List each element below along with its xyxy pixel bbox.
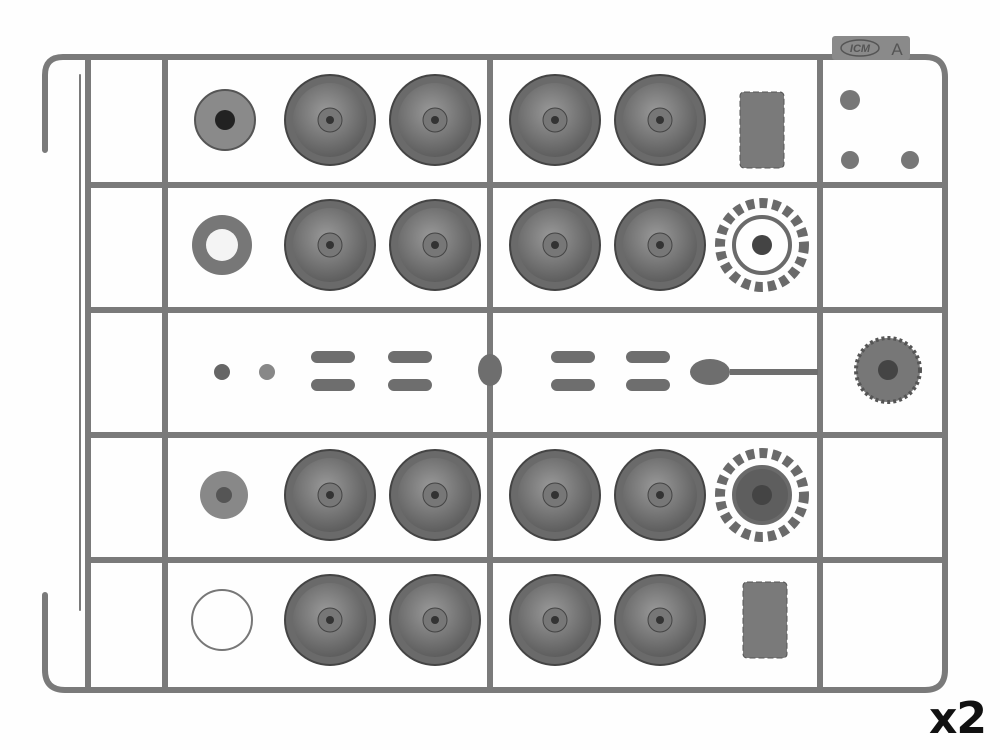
road-wheel [614,449,706,541]
suspension-arm-part [311,379,355,391]
road-wheel [509,199,601,291]
parts [191,74,922,666]
hub-bolt [656,116,664,124]
road-wheel [284,74,376,166]
hub-bolt [326,616,334,624]
logo-tab: ICM A [832,36,910,60]
hub-bolt [551,116,559,124]
road-wheel [614,574,706,666]
road-wheel [284,449,376,541]
hub-bolt [326,116,334,124]
sprocket-teeth [715,198,809,292]
part-letter: A [891,40,903,59]
small-part [840,90,860,110]
small-part [214,364,230,380]
road-wheel [389,449,481,541]
hub-bolt [551,491,559,499]
hub-bolt [431,616,439,624]
runners [42,54,948,693]
road-wheel [389,74,481,166]
outer-runner [42,54,948,693]
small-part [901,151,919,169]
hub-bolt [551,616,559,624]
hub-bolt [551,241,559,249]
hub-cap-hole [215,110,235,130]
suspension-arm-part [551,379,595,391]
suspension-arm-part [626,379,670,391]
road-wheel [389,199,481,291]
road-wheel [509,574,601,666]
suspension-arm-part [388,379,432,391]
road-wheel [614,74,706,166]
hub-part-center [216,487,232,503]
sprocket-body [732,215,792,275]
tire-ring-hole [206,229,238,261]
suspension-arm-part [388,351,432,363]
ring-part [191,589,253,651]
fan-hub [878,360,898,380]
road-wheel [614,199,706,291]
hub-bolt [656,616,664,624]
logo-text: ICM [850,43,871,55]
center-part [478,354,502,386]
suspension-arm-part [551,351,595,363]
road-wheel [509,74,601,166]
small-part [259,364,275,380]
small-part [841,151,859,169]
suspension-arm-part [626,351,670,363]
sprocket-hub [752,235,772,255]
hub-bolt [326,241,334,249]
hub-bolt [326,491,334,499]
exhaust-part [690,359,730,385]
road-wheel [509,449,601,541]
hub-bolt [431,491,439,499]
sprocket-hub [752,485,772,505]
hub-bolt [656,491,664,499]
hub-bolt [431,241,439,249]
sprocket-teeth [715,448,809,542]
suspension-arm-part [311,351,355,363]
road-wheel [389,574,481,666]
grille-part [739,91,785,169]
grille-part [742,581,788,659]
hub-bolt [656,241,664,249]
hub-bolt [431,116,439,124]
quantity-label: x2 [929,693,987,744]
road-wheel [284,574,376,666]
road-wheel [284,199,376,291]
